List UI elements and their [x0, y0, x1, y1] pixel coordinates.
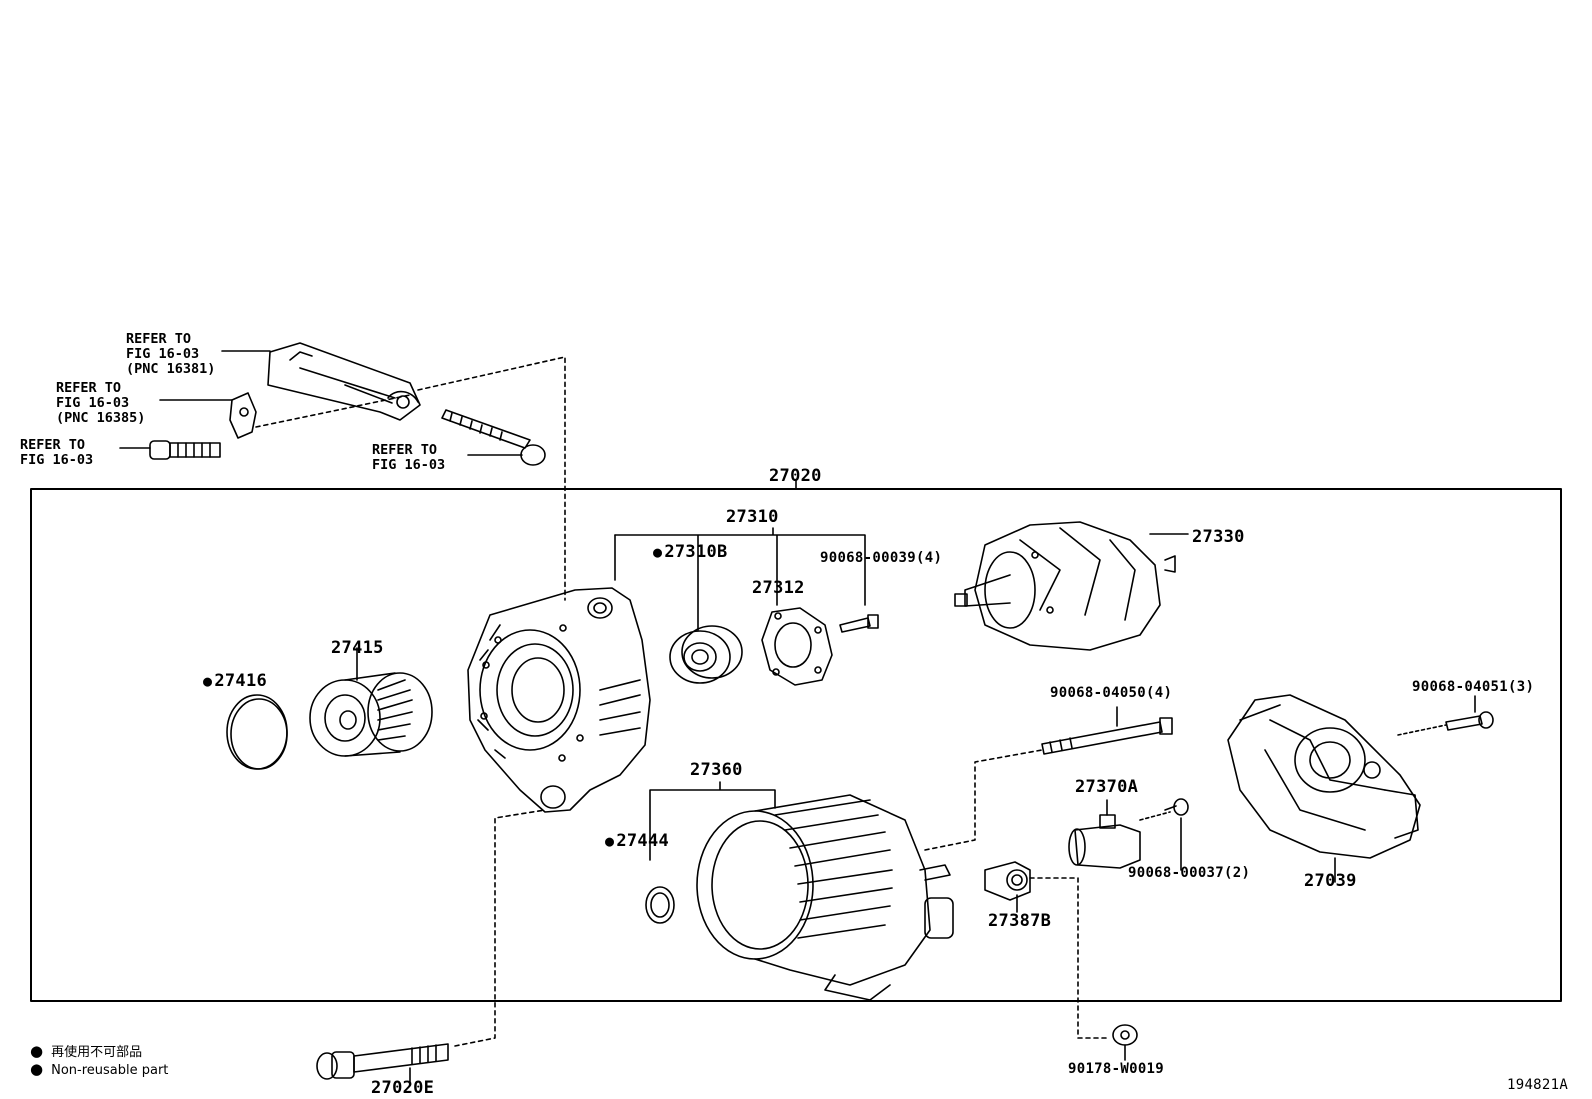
screw-04051: [1445, 711, 1494, 731]
ref-label-pnc16381: REFER TO FIG 16-03 (PNC 16381): [126, 331, 216, 377]
retainer-plate: [761, 607, 833, 686]
pulley-cap: [226, 694, 288, 770]
part-27310B: 27310B: [653, 544, 728, 561]
through-bolt: [1041, 717, 1173, 755]
assembly-frame: [30, 488, 1562, 1002]
part-90068-00039: 90068-00039(4): [820, 550, 943, 566]
ring-27444: [645, 886, 675, 924]
bullet-icon: ●: [30, 1042, 44, 1060]
bullet-icon: ●: [30, 1060, 44, 1078]
bracket-assembly: [229, 342, 421, 439]
bolt-right: [441, 409, 546, 466]
brush-holder: [1068, 799, 1141, 869]
part-27387B: 27387B: [988, 911, 1052, 931]
legend-ja-text: 再使用不可部品: [51, 1045, 143, 1060]
part-90178-W0019: 90178-W0019: [1068, 1061, 1165, 1077]
ref-label-bolt-right: REFER TO FIG 16-03: [372, 442, 446, 473]
part-27416: 27416: [203, 673, 267, 690]
part-27039: 27039: [1304, 871, 1357, 891]
ref-label-bolt-left: REFER TO FIG 16-03: [20, 437, 94, 468]
bolt-left: [149, 440, 221, 460]
legend-en-text: Non-reusable part: [51, 1063, 169, 1078]
screw-00039: [839, 614, 879, 633]
part-90068-04050: 90068-04050(4): [1050, 685, 1173, 701]
part-90068-04051: 90068-04051(3): [1412, 679, 1535, 695]
part-27020: 27020: [769, 466, 822, 486]
terminal-insulator: [984, 861, 1031, 913]
part-27310: 27310: [726, 507, 779, 527]
ref-label-pnc16385: REFER TO FIG 16-03 (PNC 16385): [56, 380, 146, 426]
legend-english: ● Non-reusable part: [30, 1060, 168, 1080]
part-27360: 27360: [690, 760, 743, 780]
legend-japanese: ● 再使用不可部品: [30, 1042, 142, 1062]
drive-end-frame: [467, 587, 651, 813]
rotor: [954, 521, 1176, 651]
part-27330: 27330: [1192, 527, 1245, 547]
part-27312: 27312: [752, 578, 805, 598]
part-27415: 27415: [331, 638, 384, 658]
nut: [1112, 1024, 1138, 1061]
leader-27310: [614, 527, 866, 631]
part-27020E: 27020E: [371, 1078, 435, 1098]
pulley: [309, 647, 433, 757]
figure-id: 194821A: [1507, 1077, 1569, 1093]
part-90068-00037: 90068-00037(2): [1128, 865, 1251, 881]
rectifier-end-frame: [696, 794, 954, 1001]
rear-cover: [1227, 694, 1421, 859]
bearing: [669, 625, 743, 684]
part-27370A: 27370A: [1075, 777, 1139, 797]
part-27444: 27444: [605, 833, 669, 850]
screw-00037: [1164, 798, 1189, 816]
bolt-27020E: [316, 1043, 449, 1086]
